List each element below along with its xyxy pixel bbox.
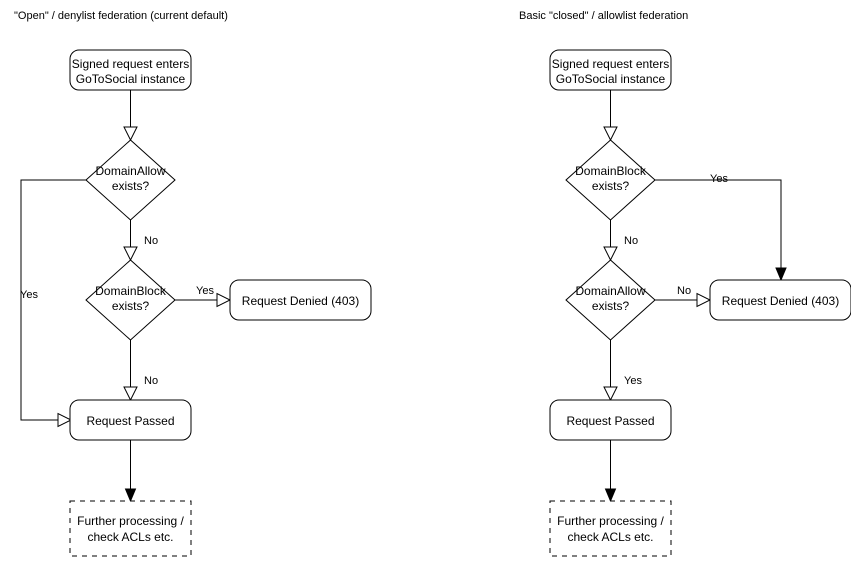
right-request-denied-label: Request Denied (403) xyxy=(722,294,839,308)
right-label-domainblock-yes: Yes xyxy=(710,173,728,185)
right-domainallow-label-line2: exists? xyxy=(592,299,630,313)
right-arrowhead-domainblock-yes xyxy=(775,267,787,282)
right-start-node: Signed request enters GoToSocial instanc… xyxy=(549,49,672,91)
left-panel-title: "Open" / denylist federation (current de… xyxy=(14,10,228,22)
left-arrowhead-domainblock-no xyxy=(123,386,138,402)
left-request-denied-box xyxy=(229,279,372,321)
left-arrowhead-domainblock-yes xyxy=(216,292,232,308)
right-arrowhead-domainblock-no xyxy=(603,246,618,262)
right-label-domainblock-no: No xyxy=(624,235,638,247)
right-label-domainallow-no: No xyxy=(677,285,691,297)
right-arrowhead-domainallow-no xyxy=(696,292,712,308)
right-domainblock-node: DomainBlock exists? xyxy=(565,139,656,221)
right-edge-domainblock-yes xyxy=(655,179,782,274)
left-start-label-line2: GoToSocial instance xyxy=(76,72,186,86)
panel-open-denylist: "Open" / denylist federation (current de… xyxy=(14,10,372,557)
left-further-processing-box xyxy=(69,500,192,557)
panel-closed-allowlist: Basic "closed" / allowlist federation Si… xyxy=(519,10,851,557)
right-domainblock-label-line2: exists? xyxy=(592,179,630,193)
right-further-processing-label-line1: Further processing / xyxy=(557,514,664,528)
left-further-processing-node: Further processing / check ACLs etc. xyxy=(69,500,192,557)
left-request-denied-label: Request Denied (403) xyxy=(242,294,359,308)
left-domainallow-label-line1: DomainAllow xyxy=(95,164,165,178)
right-arrowhead-passed-to-further xyxy=(604,488,617,503)
right-further-processing-label-line2: check ACLs etc. xyxy=(567,530,653,544)
right-arrowhead-domainallow-yes xyxy=(603,386,618,402)
right-further-processing-node: Further processing / check ACLs etc. xyxy=(549,500,672,557)
left-arrowhead-passed-to-further xyxy=(124,488,137,503)
right-start-label-line1: Signed request enters xyxy=(552,57,669,71)
left-request-passed-node: Request Passed xyxy=(69,399,192,441)
right-arrowhead-start-to-domainblock xyxy=(603,126,618,142)
left-further-processing-label-line1: Further processing / xyxy=(77,514,184,528)
left-start-label-line1: Signed request enters xyxy=(72,57,189,71)
right-request-passed-node: Request Passed xyxy=(549,399,672,441)
right-domainallow-node: DomainAllow exists? xyxy=(565,259,656,341)
left-domainallow-node: DomainAllow exists? xyxy=(85,139,176,221)
left-label-domainallow-yes: Yes xyxy=(20,289,38,301)
right-request-denied-box xyxy=(709,279,851,321)
right-request-denied-node: Request Denied (403) xyxy=(709,279,851,321)
left-domainblock-label-line1: DomainBlock xyxy=(95,284,167,298)
left-start-node: Signed request enters GoToSocial instanc… xyxy=(69,49,192,91)
left-label-domainblock-yes: Yes xyxy=(196,285,214,297)
right-further-processing-box xyxy=(549,500,672,557)
left-domainblock-node: DomainBlock exists? xyxy=(85,259,176,341)
right-panel-title: Basic "closed" / allowlist federation xyxy=(519,10,688,22)
right-label-domainallow-yes: Yes xyxy=(624,375,642,387)
left-arrowhead-domainallow-yes xyxy=(57,412,73,428)
left-edge-domainallow-yes xyxy=(20,179,86,421)
left-label-domainblock-no: No xyxy=(144,375,158,387)
left-label-domainallow-no: No xyxy=(144,235,158,247)
right-domainallow-label-line1: DomainAllow xyxy=(575,284,645,298)
right-start-label-line2: GoToSocial instance xyxy=(556,72,666,86)
left-domainblock-label-line2: exists? xyxy=(112,299,150,313)
left-arrowhead-start-to-domainallow xyxy=(123,126,138,142)
left-further-processing-label-line2: check ACLs etc. xyxy=(87,530,173,544)
right-domainblock-label-line1: DomainBlock xyxy=(575,164,647,178)
left-request-denied-node: Request Denied (403) xyxy=(229,279,372,321)
left-domainallow-label-line2: exists? xyxy=(112,179,150,193)
right-request-passed-label: Request Passed xyxy=(566,414,654,428)
left-request-passed-label: Request Passed xyxy=(86,414,174,428)
left-arrowhead-domainallow-no xyxy=(123,246,138,262)
